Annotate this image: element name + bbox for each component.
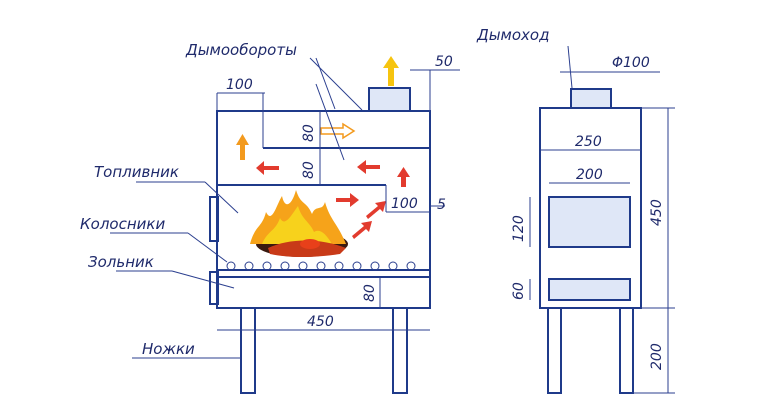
flow-arrow-mid-left-1 — [256, 161, 279, 175]
dim-80-b: 80 — [301, 161, 317, 179]
ashpan-door — [209, 271, 219, 305]
label-dymokhod: Дымоход — [476, 26, 549, 44]
dim-200-width: 200 — [576, 167, 603, 183]
dimension-lines-left — [216, 69, 460, 331]
dim-60: 60 — [511, 282, 527, 300]
label-kolosniki: Колосники — [80, 215, 165, 233]
smoke-out-arrow — [383, 56, 399, 86]
label-toplivnik: Топливник — [94, 163, 179, 181]
flow-arrow-diag-1 — [366, 201, 386, 219]
dim-phi100: Φ100 — [612, 55, 650, 71]
chimney-front — [570, 88, 612, 109]
dim-120: 120 — [511, 215, 527, 242]
firebox-door-front — [548, 196, 631, 248]
flow-arrow-fire-right — [336, 193, 359, 207]
ashpan-door-front — [548, 278, 631, 301]
dim-100-top: 100 — [226, 77, 253, 93]
flow-arrow-diag-2 — [352, 221, 372, 239]
dim-200-height: 200 — [649, 343, 665, 370]
dim-450-width: 450 — [307, 314, 334, 330]
flow-arrows — [236, 56, 410, 239]
fire-illustration — [250, 190, 348, 257]
dimension-lines-right — [529, 45, 675, 394]
dim-100-mid: 100 — [391, 196, 418, 212]
flow-arrow-top-right — [320, 122, 356, 140]
flow-arrow-up-right — [397, 167, 410, 187]
leg-front-left — [547, 307, 562, 394]
dim-50: 50 — [435, 54, 453, 70]
flow-arrow-up-left — [236, 134, 249, 160]
dim-5: 5 — [437, 197, 446, 213]
leg-front — [240, 307, 256, 394]
label-dymooboroty: Дымообороты — [185, 41, 297, 59]
label-nozhki: Ножки — [142, 340, 195, 358]
flow-arrow-mid-left-2 — [357, 160, 380, 174]
leg-back — [392, 307, 408, 394]
firebox-door — [209, 196, 219, 242]
dim-80-a: 80 — [301, 124, 317, 142]
dim-450-height: 450 — [649, 199, 665, 226]
leg-front-right — [619, 307, 634, 394]
leader-lines-left — [110, 57, 363, 359]
dim-80-ash: 80 — [362, 284, 378, 302]
grate-bars — [226, 261, 416, 271]
chimney-pipe-section — [368, 87, 411, 112]
label-zolnik: Зольник — [88, 253, 154, 271]
dim-250: 250 — [575, 134, 602, 150]
